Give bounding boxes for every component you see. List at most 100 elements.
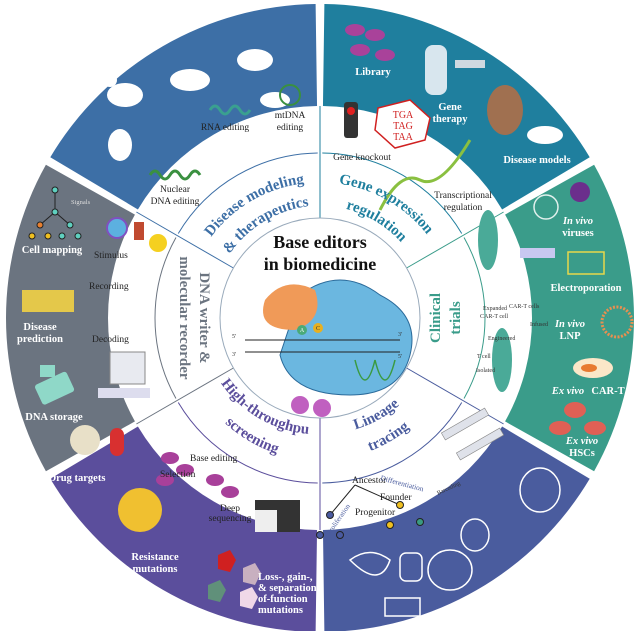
red-blood-cells-icon <box>549 402 606 435</box>
recording-label: Recording <box>89 282 129 292</box>
tissue-icon <box>22 290 74 312</box>
function-mutations-label-4: mutations <box>258 605 303 616</box>
in-vivo-lnp-label-2: LNP <box>560 331 582 342</box>
recorder-icons <box>98 217 167 398</box>
virus-icon <box>533 182 590 220</box>
sequencer-icon <box>255 500 300 532</box>
five-prime-label: 5' <box>232 334 236 340</box>
stop-codon-sign <box>374 99 431 149</box>
transcriptional-regulation-label-2: regulation <box>444 203 483 213</box>
category-clinical: Clinical <box>428 293 444 343</box>
cell-cluster-icon <box>156 452 239 498</box>
base-editor-complex <box>245 279 413 417</box>
ex-vivo-car-t-label-2: CAR-T <box>591 386 624 397</box>
signals-tree-icon <box>28 186 82 240</box>
three-prime-label: 3' <box>232 352 236 358</box>
usb-storage-icon <box>35 365 75 405</box>
label-ring-arc <box>154 237 177 399</box>
disease-prediction-label: Disease <box>23 322 57 333</box>
base-a-label: A <box>300 328 305 334</box>
rna-editing-label: RNA editing <box>201 123 250 133</box>
disease-models-label: Disease models <box>503 155 570 166</box>
mtdna-editing-label: mtDNA <box>275 111 306 121</box>
in-vivo-viruses-label-2: viruses <box>562 228 594 239</box>
gene-therapy-icon <box>425 45 485 95</box>
car-t-icon <box>573 358 613 378</box>
drug-targets-label: Drug targets <box>49 473 106 484</box>
mtdna-editing-label-2: editing <box>277 123 304 133</box>
label-ring-arc <box>177 152 318 234</box>
ex-vivo-car-t-label: Ex vivo <box>551 386 584 397</box>
disease-model-animals-icon <box>487 85 563 144</box>
outer-sector-dna-writer <box>6 164 135 472</box>
human-figures-icon <box>478 210 555 392</box>
title-line-2: in biomedicine <box>264 254 377 274</box>
label-ring-arc <box>177 402 318 484</box>
lineage-tree-icon <box>316 484 424 539</box>
five-prime-label-right: 5' <box>398 354 402 360</box>
nuclear-dna-editing-label-2: DNA editing <box>151 197 200 207</box>
label-ring-arc <box>463 237 486 399</box>
disease-prediction-label-2: prediction <box>17 334 63 345</box>
codon-tga: TGA <box>393 110 414 121</box>
car-t-cell-label: CAR-T cell <box>480 314 508 320</box>
engineered-label: Engineered <box>488 336 515 342</box>
traffic-light-icon <box>344 102 358 138</box>
signals-label: Signals <box>71 199 91 206</box>
isolated-label: Isolated <box>476 368 495 374</box>
t-cell-label: T cell <box>477 354 491 360</box>
base-c-label: C <box>316 326 320 332</box>
sector-divider <box>406 367 504 425</box>
electroporation-label: Electroporation <box>551 283 622 294</box>
sector-divider <box>136 211 234 269</box>
differentiation-label: Differentiation <box>379 473 424 493</box>
function-mutations-label-2: & separation- <box>258 583 321 594</box>
progenitor-label: Progenitor <box>355 508 396 518</box>
pill-icons <box>70 425 124 456</box>
codon-taa: TAA <box>393 132 414 143</box>
nuclear-dna-editing-label: Nuclear <box>160 185 191 195</box>
base-editing-label: Base editing <box>190 454 237 464</box>
category-dna-writer: DNA writer & <box>196 272 212 363</box>
deep-sequencing-label-2: sequencing <box>209 514 252 524</box>
expanded-label: Expanded <box>483 306 507 312</box>
selection-label: Selection <box>160 470 196 480</box>
function-mutations-label-3: of-function <box>258 594 308 605</box>
three-prime-label-right: 3' <box>398 332 402 338</box>
founder-label: Founder <box>380 493 413 503</box>
title-line-1: Base editors <box>273 232 367 252</box>
deep-sequencing-label: Deep <box>220 504 240 514</box>
outer-sector-lineage <box>322 426 590 631</box>
organ-icons <box>348 467 605 617</box>
outer-sector-clinical <box>505 164 634 472</box>
lnp-icon <box>600 305 634 339</box>
category-dna-writer-2: molecular recorder <box>176 256 192 379</box>
chromosome-barcodes-icon <box>440 407 505 461</box>
category-clinical-2: trials <box>448 301 464 334</box>
decoding-label: Decoding <box>92 335 129 345</box>
label-ring-arc <box>322 402 463 484</box>
gene-knockout-label: Gene knockout <box>333 153 391 163</box>
car-t-cells-label: CAR-T cells <box>509 304 540 310</box>
codon-tag: TAG <box>393 121 413 132</box>
cell-mapping-label: Cell mapping <box>22 245 83 256</box>
gene-therapy-label: Gene <box>438 102 462 113</box>
dna-helix-icons <box>148 84 472 211</box>
transcriptional-regulation-label: Transcriptional <box>434 191 492 201</box>
function-mutations-label: Loss-, gain-, <box>258 572 313 583</box>
battery-icon <box>567 251 605 275</box>
stimulus-label: Stimulus <box>94 251 128 261</box>
resistance-mutations-label: Resistance <box>131 552 179 563</box>
animal-icons <box>103 49 290 161</box>
in-vivo-lnp-label: In vivo <box>554 319 585 330</box>
resistance-mutations-label-2: mutations <box>133 564 178 575</box>
gene-therapy-label-2: therapy <box>433 114 469 125</box>
sector-divider <box>136 367 234 425</box>
infused-label: Infused <box>530 321 548 328</box>
protein-mutants-icon <box>208 550 261 609</box>
label-ring-arc <box>322 152 463 234</box>
ex-vivo-hscs-label-2: HSCs <box>569 448 595 459</box>
library-label: Library <box>355 67 391 78</box>
